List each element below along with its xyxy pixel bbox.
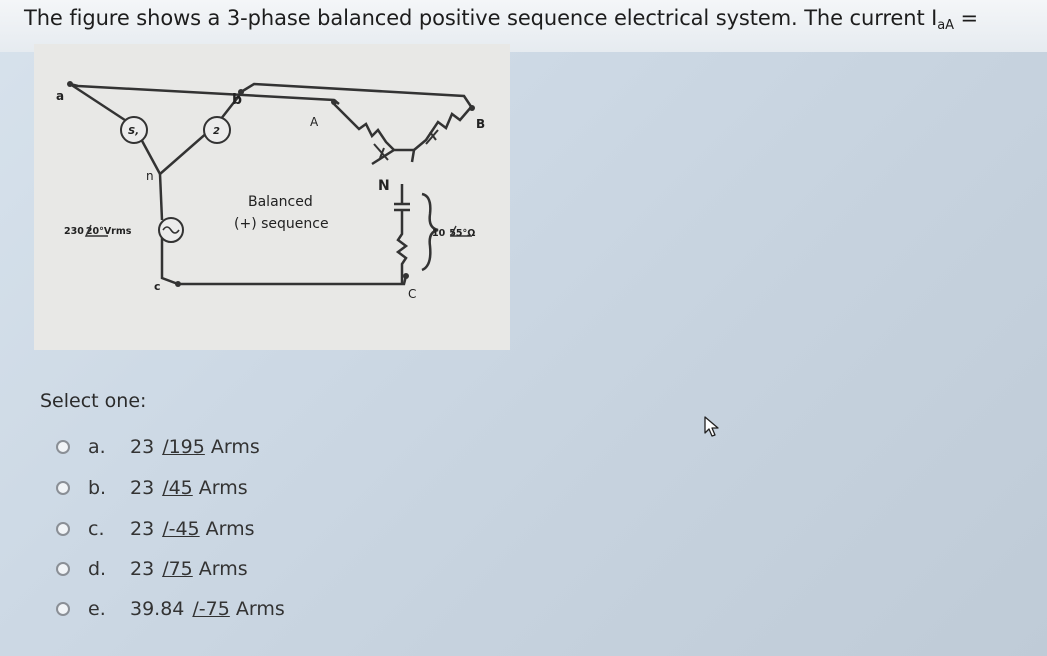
- node-A-label: A: [310, 115, 319, 129]
- node-c-label: c: [154, 280, 161, 293]
- option-unit: Arms: [198, 477, 248, 499]
- option-magnitude: 23: [130, 518, 155, 540]
- source-voltage-unit: °Vrms: [99, 226, 132, 237]
- balanced-label: Balanced: [248, 194, 313, 210]
- load-impedance-angle: 55: [449, 228, 462, 239]
- source-2-label: 2: [213, 126, 220, 137]
- option-magnitude: 39.84: [130, 598, 185, 620]
- node-b-label: b: [232, 92, 242, 108]
- radio-button-icon[interactable]: [56, 522, 70, 536]
- select-one-label: Select one:: [40, 390, 147, 412]
- question-header-area: [0, 0, 1047, 52]
- option-angle: /-75: [192, 598, 230, 620]
- source-1-label: S,: [128, 126, 139, 137]
- option-magnitude: 23: [130, 477, 155, 499]
- radio-button-icon[interactable]: [56, 562, 70, 576]
- source-voltage-angle: 20: [86, 226, 100, 237]
- option-unit: Arms: [235, 598, 285, 620]
- question-text: The figure shows a 3-phase balanced posi…: [24, 6, 978, 33]
- node-n-label: n: [146, 169, 154, 183]
- node-a-label: a: [56, 89, 64, 103]
- node-N-label: N: [378, 178, 390, 194]
- option-magnitude: 23: [130, 436, 155, 458]
- node-B-label: B: [476, 117, 485, 131]
- load-impedance-unit: °Ω: [462, 228, 475, 239]
- option-letter: e.: [88, 598, 106, 620]
- radio-button-icon[interactable]: [56, 602, 70, 616]
- radio-button-icon[interactable]: [56, 440, 70, 454]
- load-impedance-magnitude: 10: [432, 228, 446, 239]
- radio-button-icon[interactable]: [56, 481, 70, 495]
- option-angle: /75: [162, 558, 193, 580]
- sequence-label: (+) sequence: [234, 216, 329, 232]
- mouse-pointer-icon: [704, 416, 720, 442]
- question-text-tail: =: [953, 6, 979, 30]
- option-d[interactable]: d. 23 /75 Arms: [56, 555, 248, 583]
- option-unit: Arms: [205, 518, 255, 540]
- option-c[interactable]: c. 23 /-45 Arms: [56, 515, 255, 543]
- option-e[interactable]: e. 39.84 /-75 Arms: [56, 595, 285, 623]
- node-C-label: C: [408, 287, 416, 301]
- option-magnitude: 23: [130, 558, 155, 580]
- source-voltage-magnitude: 230: [64, 226, 84, 237]
- option-letter: b.: [88, 477, 107, 499]
- option-b[interactable]: b. 23 /45 Arms: [56, 474, 248, 502]
- question-subscript: aA: [937, 18, 954, 33]
- option-letter: d.: [88, 558, 107, 580]
- option-unit: Arms: [210, 436, 260, 458]
- question-text-main: The figure shows a 3-phase balanced posi…: [24, 6, 938, 30]
- option-unit: Arms: [198, 558, 248, 580]
- option-angle: /195: [162, 436, 205, 458]
- option-letter: a.: [88, 436, 106, 458]
- option-angle: /-45: [162, 518, 200, 540]
- option-angle: /45: [162, 477, 193, 499]
- option-letter: c.: [88, 518, 105, 540]
- option-a[interactable]: a. 23 /195 Arms: [56, 433, 260, 461]
